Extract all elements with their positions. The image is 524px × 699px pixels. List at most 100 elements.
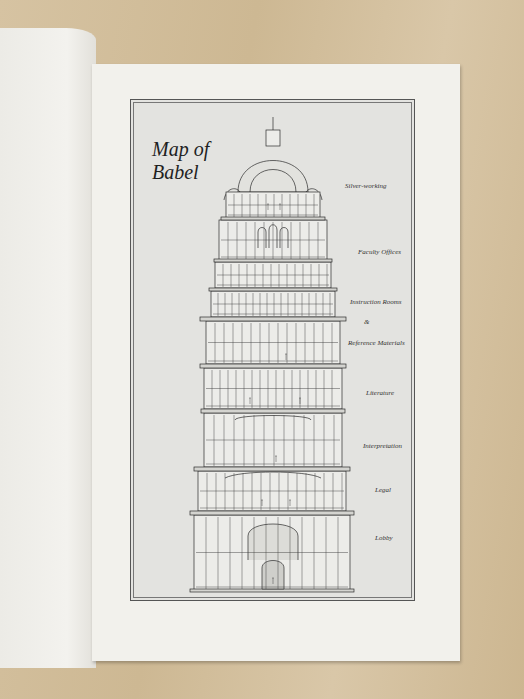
column-line bbox=[268, 370, 269, 408]
column-line bbox=[316, 370, 317, 408]
column-line bbox=[309, 222, 310, 259]
column-line bbox=[300, 370, 301, 408]
column-line bbox=[225, 473, 226, 510]
figure-head bbox=[275, 456, 277, 457]
floor-rail bbox=[206, 440, 340, 441]
column-line bbox=[273, 222, 274, 259]
column-line bbox=[252, 473, 253, 510]
column-line bbox=[297, 473, 298, 510]
column-line bbox=[302, 293, 303, 316]
column-line bbox=[295, 264, 296, 287]
column-line bbox=[334, 415, 335, 466]
floor-label: Literature bbox=[366, 389, 394, 398]
column-line bbox=[263, 264, 264, 287]
instruction-floor bbox=[211, 291, 335, 317]
column-line bbox=[332, 323, 333, 363]
floor-rail bbox=[208, 342, 338, 343]
column-line bbox=[287, 323, 288, 363]
column-line bbox=[274, 194, 275, 217]
column-line bbox=[255, 222, 256, 259]
column-line bbox=[318, 222, 319, 259]
floor-rail bbox=[200, 491, 344, 492]
floor-line bbox=[221, 257, 325, 258]
column-line bbox=[224, 323, 225, 363]
column-line bbox=[319, 264, 320, 287]
column-line bbox=[243, 473, 244, 510]
figure bbox=[280, 204, 281, 210]
column-line bbox=[284, 370, 285, 408]
tower-detail bbox=[196, 194, 348, 589]
column-line bbox=[326, 517, 327, 589]
lobby-arch bbox=[248, 524, 298, 560]
column-line bbox=[278, 323, 279, 363]
tower-drawing bbox=[190, 117, 354, 592]
column-line bbox=[282, 194, 283, 217]
column-line bbox=[305, 323, 306, 363]
column-line bbox=[234, 194, 235, 217]
figure-head bbox=[299, 398, 301, 399]
literature-floor bbox=[204, 368, 342, 409]
silver-floor bbox=[226, 192, 320, 218]
column-line bbox=[279, 264, 280, 287]
column-line bbox=[228, 222, 229, 259]
floor-rail bbox=[213, 304, 333, 305]
floor-rail bbox=[217, 275, 329, 276]
column-line bbox=[258, 194, 259, 217]
column-line bbox=[225, 293, 226, 316]
column-line bbox=[274, 293, 275, 316]
floor-label: Lobby bbox=[375, 534, 393, 543]
column-line bbox=[298, 194, 299, 217]
column-line bbox=[246, 293, 247, 316]
floor-line bbox=[217, 285, 329, 286]
window bbox=[280, 228, 288, 249]
column-line bbox=[276, 370, 277, 408]
column-line bbox=[306, 194, 307, 217]
lobby-floor bbox=[194, 515, 350, 590]
faculty-floor-lower bbox=[215, 262, 331, 288]
column-line bbox=[234, 415, 235, 466]
floor-line bbox=[206, 406, 340, 407]
column-line bbox=[264, 415, 265, 466]
column-line bbox=[314, 415, 315, 466]
floor-label: Reference Materials bbox=[348, 339, 405, 348]
floor-label: Silver-working bbox=[345, 182, 386, 191]
column-line bbox=[324, 473, 325, 510]
column-line bbox=[266, 517, 267, 589]
column-line bbox=[242, 194, 243, 217]
column-line bbox=[323, 323, 324, 363]
column-line bbox=[233, 323, 234, 363]
floor-label: Instruction Rooms bbox=[350, 298, 402, 307]
column-line bbox=[228, 370, 229, 408]
figure-head bbox=[249, 398, 251, 399]
figure-head bbox=[272, 578, 274, 579]
column-line bbox=[255, 264, 256, 287]
floor-label: Faculty Offices bbox=[358, 248, 401, 257]
column-line bbox=[212, 370, 213, 408]
column-line bbox=[282, 222, 283, 259]
figure bbox=[300, 398, 301, 404]
figure-head bbox=[289, 500, 291, 501]
floor-rail bbox=[228, 205, 318, 206]
interpretation-floor bbox=[204, 413, 342, 467]
column-line bbox=[333, 473, 334, 510]
column-line bbox=[288, 473, 289, 510]
column-line bbox=[292, 370, 293, 408]
column-line bbox=[303, 264, 304, 287]
column-line bbox=[288, 293, 289, 316]
column-line bbox=[260, 293, 261, 316]
column-line bbox=[254, 517, 255, 589]
column-line bbox=[300, 222, 301, 259]
column-line bbox=[239, 264, 240, 287]
column-line bbox=[274, 415, 275, 466]
floor-label: Legal bbox=[375, 486, 391, 495]
column-line bbox=[314, 194, 315, 217]
column-line bbox=[315, 473, 316, 510]
column-line bbox=[253, 293, 254, 316]
figure-head bbox=[279, 204, 281, 205]
faculty-floor bbox=[219, 220, 327, 260]
arch bbox=[235, 416, 311, 421]
column-line bbox=[342, 473, 343, 510]
column-line bbox=[287, 264, 288, 287]
column-line bbox=[314, 517, 315, 589]
